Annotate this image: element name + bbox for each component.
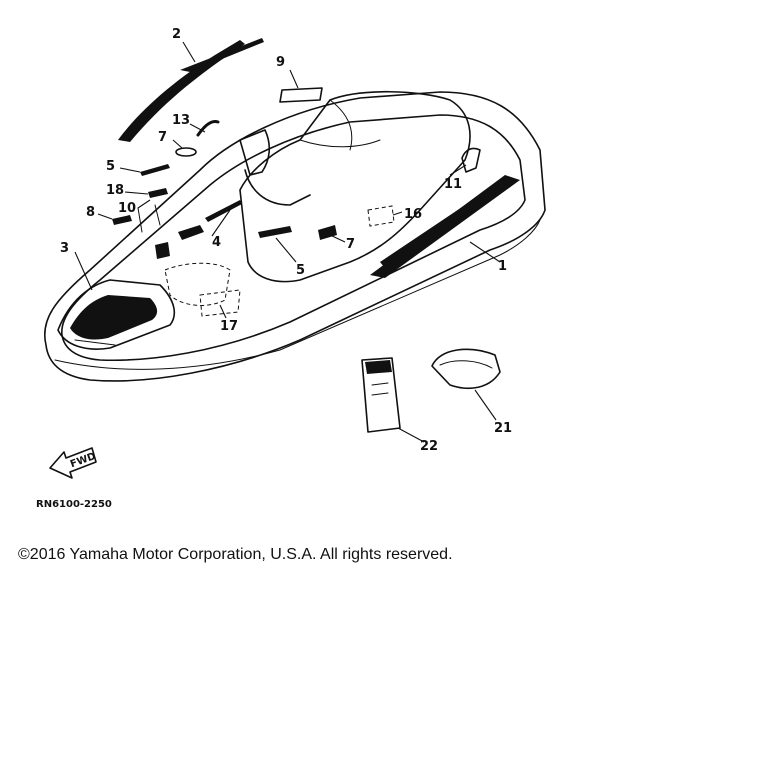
decal-small-grille: [155, 242, 170, 259]
callout-16: 16: [404, 207, 422, 222]
tool-bag: [431, 348, 501, 389]
decal-16: [367, 205, 395, 227]
callout-18: 18: [106, 183, 124, 198]
callout-2: 2: [172, 27, 181, 42]
side-stripe-decal-1: [370, 175, 520, 278]
callout-11: 11: [444, 177, 462, 192]
decal-8: [112, 215, 132, 225]
decal-18: [148, 188, 168, 198]
callout-7-lower: 7: [346, 237, 355, 252]
callout-4: 4: [212, 235, 221, 250]
callout-22: 22: [420, 439, 438, 454]
callout-1: 1: [498, 259, 507, 274]
figure-code: RN6100-2250: [36, 499, 112, 510]
parts-diagram: 2 9 13 7 5 18 8 10 3 4 5 7 16 11 1 17 21…: [36, 27, 546, 510]
callout-10: 10: [118, 201, 136, 216]
stripe-decal-2: [118, 38, 264, 142]
callout-5-center: 5: [296, 263, 305, 278]
decal-13: [196, 120, 220, 137]
callout-13: 13: [172, 113, 190, 128]
owners-manual: [361, 357, 401, 433]
callout-7-upper: 7: [158, 130, 167, 145]
decal-11: [461, 147, 481, 173]
decal-9: [279, 87, 323, 103]
decal-7-upper: [175, 147, 197, 157]
handlebar: [239, 129, 311, 206]
decal-17: [164, 262, 241, 317]
callout-3: 3: [60, 241, 69, 256]
callout-21: 21: [494, 421, 512, 436]
leader-lines: [74, 41, 501, 443]
copyright-notice: ©2016 Yamaha Motor Corporation, U.S.A. A…: [18, 546, 453, 563]
callout-17: 17: [220, 319, 238, 334]
fwd-arrow-icon: FWD: [49, 447, 97, 479]
seat: [239, 90, 471, 283]
decal-5-upper: [140, 164, 170, 176]
decal-7-lower: [318, 225, 337, 240]
decal-4: [178, 200, 242, 240]
callout-5-upper: 5: [106, 159, 115, 174]
watercraft-hull: [44, 91, 546, 382]
front-hatch: [57, 279, 176, 350]
callout-8: 8: [86, 205, 95, 220]
callout-numbers: 2 9 13 7 5 18 8 10 3 4 5 7 16 11 1 17 21…: [60, 27, 512, 454]
decal-5-center: [258, 226, 292, 238]
decal-10-lines: [137, 204, 161, 233]
callout-9: 9: [276, 55, 285, 70]
